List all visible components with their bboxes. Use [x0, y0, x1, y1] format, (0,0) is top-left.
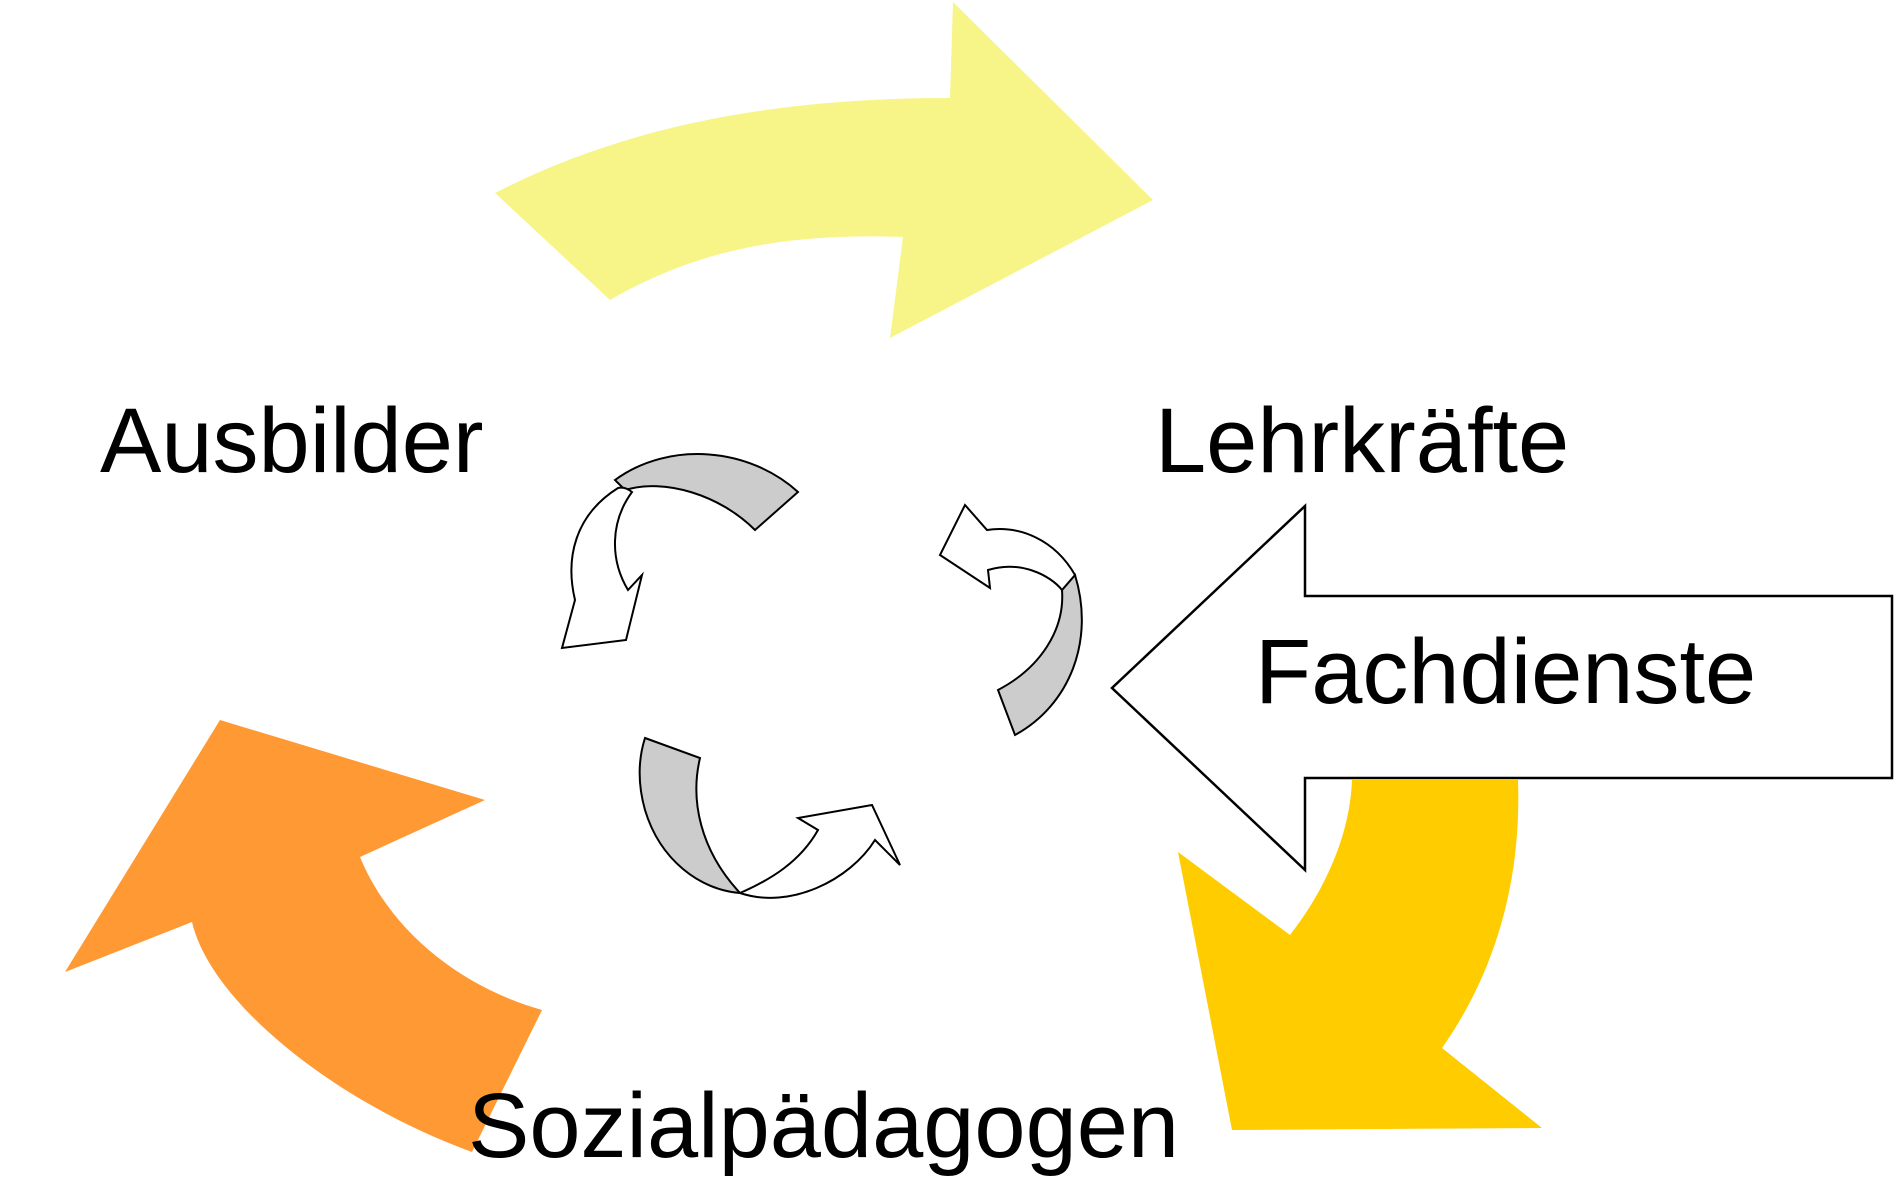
label-lehrkraefte: Lehrkräfte — [1155, 390, 1569, 492]
inner-arrow-bottom-icon — [638, 736, 901, 899]
inner-arrow-top-left-icon — [560, 453, 800, 650]
label-sozialpaedagogen: Sozialpädagogen — [468, 1075, 1179, 1177]
label-fachdienste: Fachdienste — [1255, 621, 1756, 723]
inner-arrow-right-icon — [938, 503, 1083, 737]
right-gold-curved-arrow-icon — [1178, 780, 1542, 1130]
top-yellow-curved-arrow-icon — [495, 2, 1153, 338]
label-ausbilder: Ausbilder — [100, 390, 484, 492]
fachdienste-block-arrow-icon — [1110, 503, 1894, 873]
left-orange-curved-arrow-icon — [65, 720, 542, 1152]
